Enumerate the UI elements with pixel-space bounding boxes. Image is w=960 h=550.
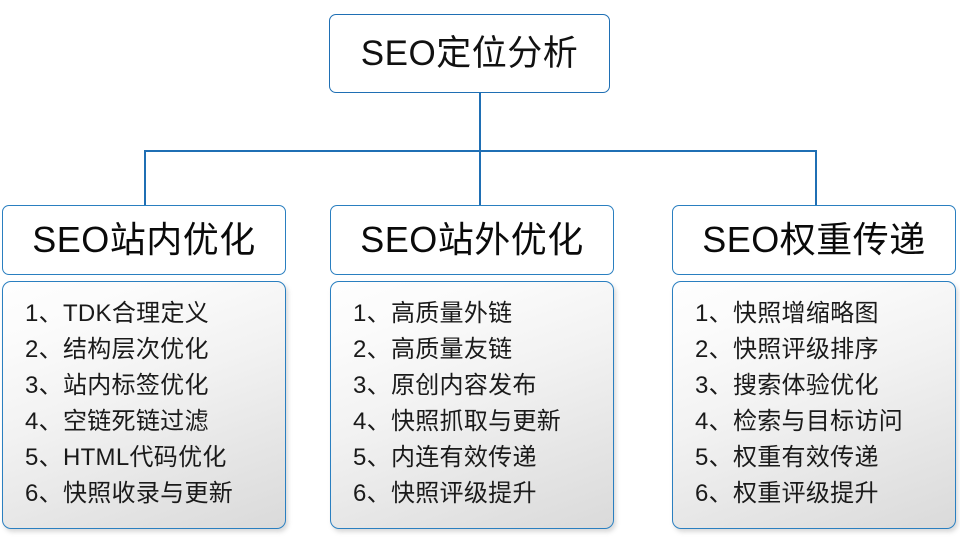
root-node-label: SEO定位分析 [360,34,579,73]
list-item: 3、原创内容发布 [353,372,537,399]
column-body-2: 1、高质量外链 2、高质量友链 3、原创内容发布 4、快照抓取与更新 5、内连有… [330,281,614,529]
connector-drop-column-2 [479,150,481,206]
list-item: 6、快照评级提升 [353,480,537,507]
column-body-1: 1、TDK合理定义 2、结构层次优化 3、站内标签优化 4、空链死链过滤 5、H… [2,281,286,529]
list-item: 3、搜索体验优化 [695,372,879,399]
list-item: 1、快照增缩略图 [695,300,879,327]
column-header-1[interactable]: SEO站内优化 [2,205,286,275]
connector-drop-column-3 [815,150,817,206]
column-header-label-2: SEO站外优化 [360,219,584,260]
column-header-3[interactable]: SEO权重传递 [672,205,956,275]
column-body-3: 1、快照增缩略图 2、快照评级排序 3、搜索体验优化 4、检索与目标访问 5、权… [672,281,956,529]
list-item: 4、空链死链过滤 [25,408,209,435]
connector-root-stem [479,93,481,152]
list-item: 5、内连有效传递 [353,444,537,471]
column-header-label-3: SEO权重传递 [702,219,926,260]
branch-column-seo-weight-transfer: SEO权重传递 1、快照增缩略图 2、快照评级排序 3、搜索体验优化 4、检索与… [672,205,956,529]
list-item: 6、权重评级提升 [695,480,879,507]
connector-drop-column-1 [144,150,146,206]
list-item: 3、站内标签优化 [25,372,209,399]
column-header-label-1: SEO站内优化 [32,219,256,260]
list-item: 2、高质量友链 [353,336,513,363]
list-item: 4、检索与目标访问 [695,408,904,435]
root-node-seo-positioning-analysis[interactable]: SEO定位分析 [329,14,610,93]
list-item: 5、HTML代码优化 [25,444,227,471]
list-item: 5、权重有效传递 [695,444,879,471]
list-item: 2、快照评级排序 [695,336,879,363]
list-item: 6、快照收录与更新 [25,480,234,507]
list-item: 2、结构层次优化 [25,336,209,363]
list-item: 1、高质量外链 [353,300,513,327]
list-item: 4、快照抓取与更新 [353,408,562,435]
list-item: 1、TDK合理定义 [25,300,210,327]
branch-column-seo-offsite: SEO站外优化 1、高质量外链 2、高质量友链 3、原创内容发布 4、快照抓取与… [330,205,614,529]
column-header-2[interactable]: SEO站外优化 [330,205,614,275]
branch-column-seo-onsite: SEO站内优化 1、TDK合理定义 2、结构层次优化 3、站内标签优化 4、空链… [2,205,286,529]
